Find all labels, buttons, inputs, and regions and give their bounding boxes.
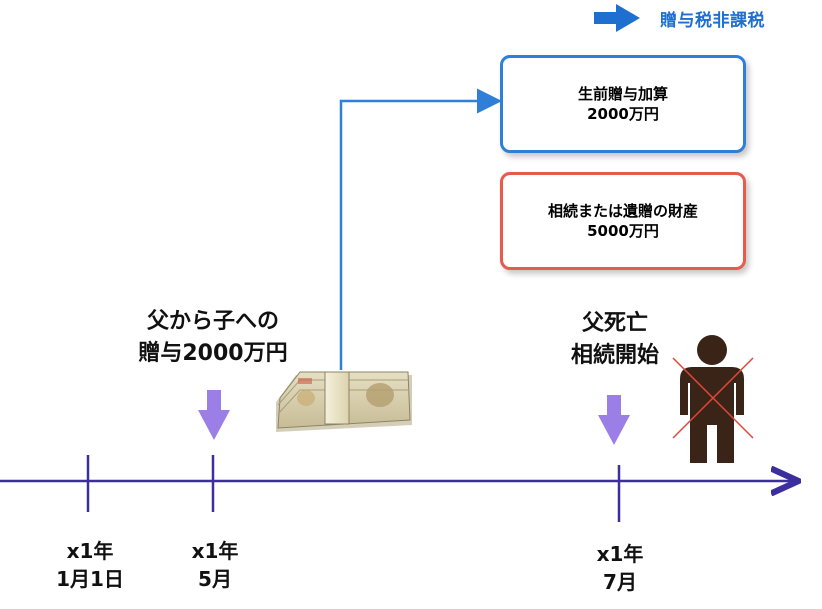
gift-event-line1: 父から子への xyxy=(146,309,279,334)
legend-label: 贈与税非課税 xyxy=(660,11,765,31)
inheritance-amount: 5000万円 xyxy=(587,222,659,240)
date-year: x1年 xyxy=(191,539,239,563)
gift-addition-amount: 2000万円 xyxy=(587,105,659,123)
money-bundle-icon xyxy=(276,371,412,432)
gift-addition-box: 生前贈与加算 2000万円 xyxy=(500,55,746,153)
timeline-date-label: x1年 5月 xyxy=(155,537,275,593)
date-day: 5月 xyxy=(198,567,232,591)
gift-event-label: 父から子への 贈与2000万円 xyxy=(108,306,318,370)
gift-event-line2: 贈与2000万円 xyxy=(138,341,288,366)
timeline-date-label: x1年 7月 xyxy=(560,540,680,596)
death-event-label: 父死亡 相続開始 xyxy=(535,308,695,372)
death-event-line2: 相続開始 xyxy=(570,343,659,368)
date-year: x1年 xyxy=(596,542,644,566)
gift-event-arrow-icon xyxy=(198,390,230,440)
gift-addition-title: 生前贈与加算 xyxy=(577,85,668,103)
death-event-line1: 父死亡 xyxy=(581,311,648,336)
inheritance-box: 相続または遺贈の財産 5000万円 xyxy=(500,172,746,270)
timeline-date-label: x1年 1月1日 xyxy=(30,537,150,593)
date-day: 1月1日 xyxy=(56,567,124,591)
legend-arrow-icon xyxy=(594,4,640,32)
death-event-arrow-icon xyxy=(598,395,630,445)
inheritance-title: 相続または遺贈の財産 xyxy=(547,202,698,220)
date-day: 7月 xyxy=(603,570,637,594)
date-year: x1年 xyxy=(66,539,114,563)
cross-mark-icon xyxy=(672,357,754,439)
deceased-father-icon xyxy=(680,335,744,463)
gift-to-addition-connector xyxy=(339,88,502,370)
